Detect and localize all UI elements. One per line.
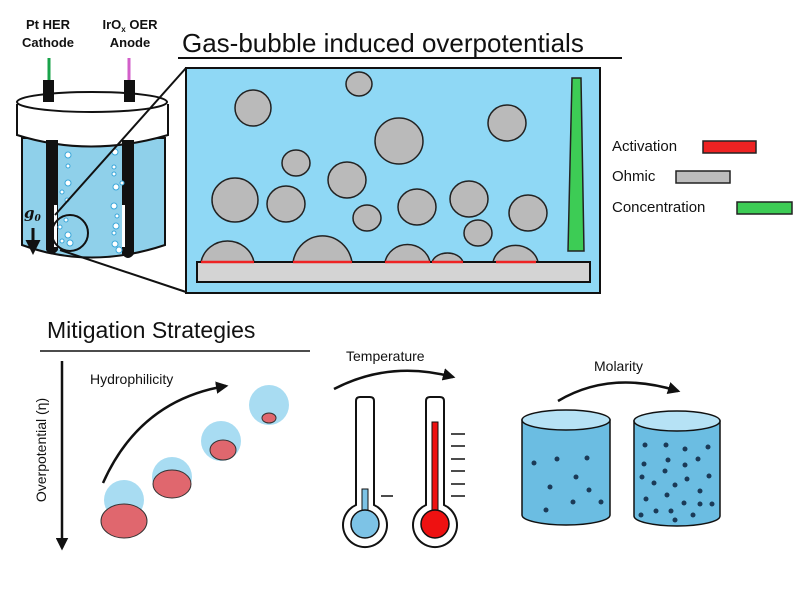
contact-area-2 [152,469,192,499]
electrolyte-body [21,137,166,259]
overpotential-axis-label: Overpotential (η) [33,398,49,502]
anode-holder [124,80,135,102]
high-molarity-beaker [633,410,721,527]
legend: Activation Ohmic Concentration [612,138,793,216]
legend-ohmic-swatch [675,170,731,184]
detached-bubbles [211,71,548,247]
contact-area-1 [100,503,148,539]
solute-particles-low [531,455,604,513]
attached-bubbles [200,235,539,263]
anode-label-line2: Anode [110,35,150,50]
hydrophilicity-strategy: Hydrophilicity [90,371,289,539]
solute-particles-high [638,442,715,523]
legend-ohmic-label: Ohmic [612,168,656,185]
bubble-4 [249,385,289,425]
overpotentials-panel [185,67,601,294]
molarity-label: Molarity [594,358,643,374]
anode-label-line1: IrOx OER [102,17,158,34]
hydrophilicity-arrow [101,381,229,484]
cathode-label-line2: Cathode [22,35,74,50]
zoom-circle [51,214,89,252]
legend-concentration-swatch [736,201,793,215]
low-molarity-beaker [521,409,611,526]
zoom-line-top [54,67,187,216]
concentration-gradient-wedge [567,77,585,252]
zoom-line-bottom [59,249,187,293]
cold-thermometer [342,396,393,548]
electrode-surface [196,261,591,283]
overpotentials-title: Gas-bubble induced overpotentials [182,28,584,58]
legend-activation-swatch [702,140,757,154]
electrochemical-cell: Pt HER Cathode IrOx OER Anode g [16,17,187,293]
temperature-arrow [333,368,456,391]
cell-cap [16,104,169,148]
cell-rim [16,91,168,113]
hot-thermometer [412,396,465,548]
molarity-strategy: Molarity [521,358,721,527]
legend-concentration-label: Concentration [612,199,705,216]
gravity-label: g0 [24,204,42,224]
cathode-label-line1: Pt HER [26,17,71,32]
cathode-holder [43,80,54,102]
contact-area-3 [209,439,237,461]
hydrophilicity-label: Hydrophilicity [90,371,173,387]
contact-area-4 [261,412,277,424]
legend-activation-label: Activation [612,138,677,155]
mitigation-title: Mitigation Strategies [47,317,255,343]
temperature-label: Temperature [346,348,425,364]
temperature-strategy: Temperature [333,348,465,548]
molarity-arrow [557,381,681,403]
